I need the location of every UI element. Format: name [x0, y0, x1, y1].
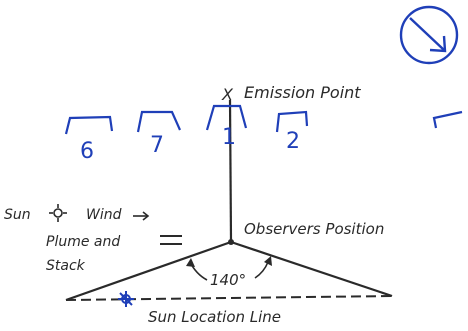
observer-position-label: Observers Position [244, 220, 384, 238]
angle-arc-right-arrowhead [264, 256, 272, 266]
line-of-sight [228, 99, 233, 241]
legend-wind-arrow-icon [133, 211, 150, 221]
triangle-right-side [230, 240, 393, 298]
plume-number-6: 6 [80, 139, 94, 164]
wind-direction-compass-icon [399, 5, 459, 65]
emission-point-mark: X [221, 85, 234, 104]
legend-stack-label: Stack [46, 258, 86, 274]
sun-location-line-label: Sun Location Line [148, 308, 281, 326]
legend-sun-icon [49, 204, 67, 222]
plume-sketch-7 [136, 110, 182, 133]
legend-wind-label: Wind [86, 207, 122, 223]
plume-sketch-2 [275, 110, 309, 133]
plume-number-1: 1 [222, 125, 236, 150]
plume-sketch-6 [64, 115, 114, 135]
plume-sketch-partial [432, 110, 463, 129]
emission-point-label: Emission Point [244, 83, 361, 102]
angle-label: 140° [210, 271, 246, 289]
angle-arc-right [254, 261, 269, 279]
plume-number-2: 2 [286, 129, 300, 154]
legend-equals-sign [160, 235, 182, 245]
sun-location-line [65, 295, 393, 301]
triangle-left-side [65, 240, 232, 302]
plume-number-7: 7 [150, 133, 164, 158]
sun-symbol-icon [118, 291, 134, 307]
legend-sun-label: Sun [4, 207, 31, 223]
observer-position-dot [228, 239, 234, 245]
legend-plume-label: Plume and [46, 234, 120, 250]
plume-sketch-1 [205, 104, 248, 131]
angle-arc-left-arrowhead [186, 258, 195, 267]
